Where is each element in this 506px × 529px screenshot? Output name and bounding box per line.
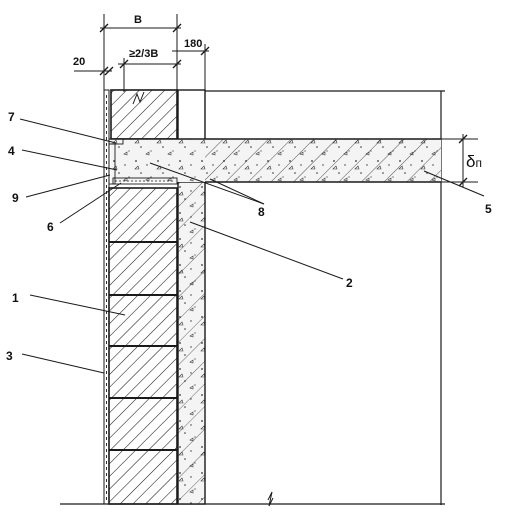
slab-thickness-label: δп	[466, 152, 482, 171]
slab-thickness-subscript: п	[475, 156, 482, 170]
upper-masonry-wall	[110, 89, 178, 140]
dimension-20: 20	[73, 56, 114, 76]
dimension-b: B	[99, 14, 182, 92]
callout-2: 2	[346, 276, 353, 290]
callout-labels: 1 2 3 4 5 6 7 8 9	[6, 110, 492, 363]
masonry-wall	[108, 187, 178, 505]
callout-5: 5	[485, 202, 492, 216]
dimension-b-label: B	[134, 14, 142, 26]
callout-1: 1	[12, 291, 19, 305]
dimension-slab-thickness: δп	[441, 134, 482, 187]
callout-8: 8	[258, 205, 265, 219]
dimension-180: 180	[172, 38, 210, 92]
inner-concrete-wall	[177, 89, 206, 505]
dimension-180-label: 180	[184, 38, 202, 50]
callout-9: 9	[12, 191, 19, 205]
floor-slab	[111, 138, 441, 183]
leader-lines	[19, 118, 485, 374]
brick-joints	[109, 241, 177, 451]
callout-3: 3	[6, 349, 13, 363]
callout-4: 4	[8, 144, 15, 158]
dimension-two-thirds-b: ≥2/3B	[118, 48, 182, 92]
dimension-two-thirds-b-label: ≥2/3B	[129, 48, 158, 60]
callout-7: 7	[8, 110, 15, 124]
mortar-layers	[108, 138, 178, 185]
slab-thickness-symbol: δ	[466, 152, 475, 171]
callout-6: 6	[47, 220, 54, 234]
dimension-20-label: 20	[73, 56, 85, 68]
exterior-facing-layer	[103, 89, 110, 505]
